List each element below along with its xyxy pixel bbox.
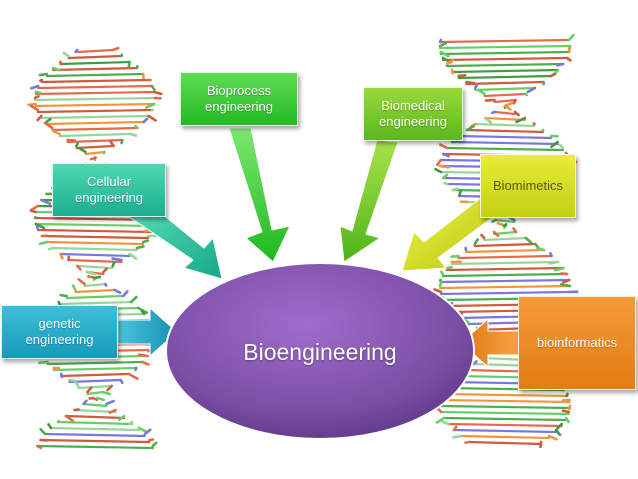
center-ellipse [165, 262, 475, 440]
node-biomedical-engineering: Biomedical engineering [363, 87, 463, 141]
arrow-biomimetics [401, 196, 498, 272]
arrow-genetic [117, 306, 178, 358]
node-bioinformatics: bioinformatics [518, 296, 636, 390]
dna-helix-left-image [27, 46, 164, 450]
arrow-bioprocess [228, 127, 291, 263]
node-genetic-engineering: genetic engineering [1, 305, 118, 359]
node-biomimetics: Biomimetics [480, 154, 576, 218]
arrow-biomedical [339, 139, 399, 263]
node-bioprocess-engineering: Bioprocess engineering [180, 72, 298, 126]
node-cellular-engineering: Cellular engineering [52, 163, 166, 217]
